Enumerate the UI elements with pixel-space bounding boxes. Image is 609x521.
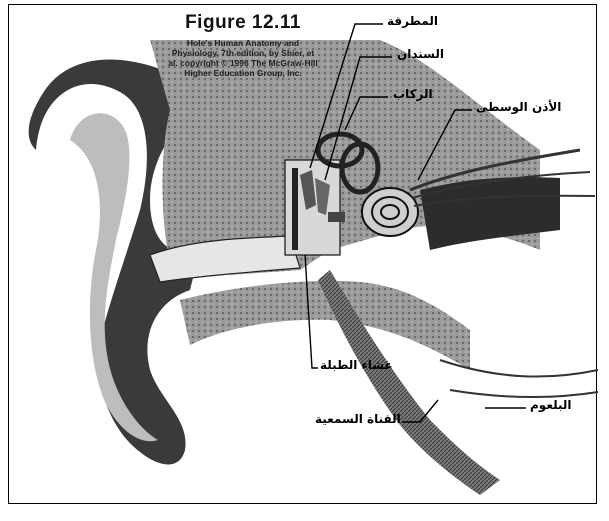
label-auditory-canal: القناة السمعية <box>315 412 401 426</box>
cochlea-outer <box>362 188 418 236</box>
ossicle-stapes <box>328 212 345 222</box>
eardrum-membrane <box>292 168 298 250</box>
label-eardrum: غشاء الطبلة <box>320 358 393 372</box>
figure-title: Figure 12.11 <box>168 12 318 34</box>
label-middle-ear: الأذن الوسطى <box>476 100 561 114</box>
label-stapes: الركاب <box>393 87 433 101</box>
figure-credit: Hole's Human Anatomy and Physiology, 7th… <box>168 38 318 78</box>
label-malleus: المطرقة <box>387 14 438 28</box>
label-incus: السندان <box>397 47 444 61</box>
figure-caption: Figure 12.11 Hole's Human Anatomy and Ph… <box>168 12 318 78</box>
label-pharynx: البلعوم <box>530 398 572 412</box>
